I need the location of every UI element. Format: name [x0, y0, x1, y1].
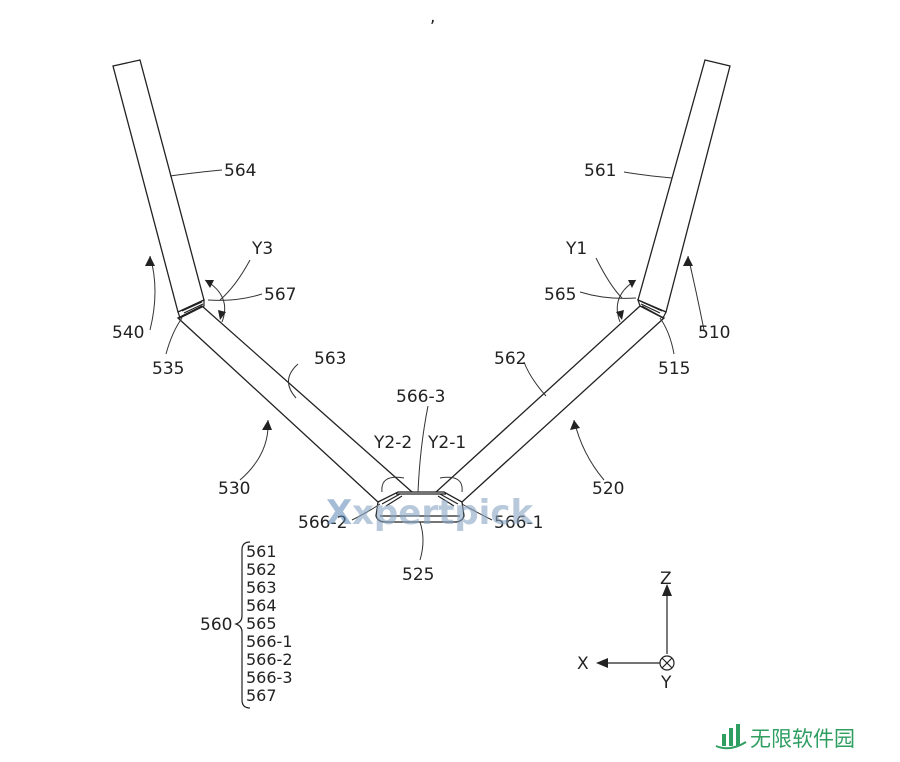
label-y3: Y3	[251, 239, 273, 259]
leader-y3	[219, 259, 251, 301]
panel-563	[176, 305, 414, 503]
legend-item: 564	[246, 596, 277, 615]
leader-566-2	[351, 503, 381, 521]
label-515: 515	[658, 359, 690, 379]
axis-label-x: X	[577, 654, 589, 674]
legend-group-label: 560	[200, 615, 232, 635]
axis-label-y: Y	[660, 673, 672, 693]
label-563: 563	[314, 349, 346, 369]
label-535: 535	[152, 359, 184, 379]
label-562: 562	[494, 349, 526, 369]
bar-chart-logo-icon	[715, 724, 747, 750]
y-axis-into-page-icon	[659, 655, 675, 671]
axis-label-z: Z	[660, 569, 672, 589]
angle-arc-y2-1	[439, 476, 463, 493]
label-530: 530	[218, 479, 250, 499]
leader-566-3	[417, 405, 429, 493]
arrowhead-520	[570, 420, 580, 430]
coordinate-axes: Z X Y	[577, 569, 675, 693]
leader-564	[169, 169, 223, 177]
label-y2-2: Y2-2	[373, 433, 412, 453]
arrowhead-y1-a	[616, 310, 624, 320]
label-566-3: 566-3	[396, 387, 445, 407]
legend-item: 566-1	[246, 632, 293, 651]
leader-565	[579, 291, 637, 299]
legend-item: 561	[246, 542, 277, 561]
leader-566-1	[461, 503, 493, 521]
arrowhead-y3-a	[218, 310, 226, 320]
leader-510	[687, 255, 705, 331]
leader-562	[523, 361, 547, 397]
leader-567	[207, 293, 263, 301]
label-564: 564	[224, 161, 256, 181]
label-520: 520	[592, 479, 624, 499]
panel-562	[434, 305, 666, 503]
hinge-535	[177, 299, 205, 319]
legend-bracket	[234, 541, 251, 709]
leader-561	[623, 171, 673, 179]
legend-item: 566-3	[246, 668, 293, 687]
leader-540	[149, 255, 156, 331]
angle-arc-y2-2	[381, 476, 405, 493]
label-y2-1: Y2-1	[427, 433, 466, 453]
arrowhead-540	[145, 256, 155, 266]
leader-y1	[595, 257, 623, 299]
label-565: 565	[544, 285, 576, 305]
leader-525	[419, 521, 424, 561]
legend-item: 567	[246, 686, 277, 705]
hinge-525	[375, 491, 465, 523]
legend-item: 566-2	[246, 650, 293, 669]
top-mark: ,	[430, 7, 435, 27]
panel-561	[637, 59, 731, 313]
watermark-x: X	[326, 493, 352, 533]
leader-515	[659, 317, 675, 355]
legend-item: 563	[246, 578, 277, 597]
label-540: 540	[112, 323, 144, 343]
label-525: 525	[402, 565, 434, 585]
panel-564	[112, 59, 205, 313]
label-510: 510	[698, 323, 730, 343]
label-y1: Y1	[565, 239, 587, 259]
leader-535	[165, 317, 183, 355]
label-566-1: 566-1	[494, 513, 543, 533]
label-566-2: 566-2	[298, 513, 347, 533]
watermark: X xpertpick	[326, 493, 534, 533]
leader-520	[573, 419, 605, 481]
label-567: 567	[264, 285, 296, 305]
legend-item: 565	[246, 614, 277, 633]
arrowhead-y3-b	[205, 280, 214, 288]
arrowhead-510	[683, 256, 693, 266]
arrowhead-530	[262, 420, 272, 430]
label-561: 561	[584, 161, 616, 181]
watermark-text: xpertpick	[352, 493, 534, 533]
x-arrowhead	[596, 658, 608, 668]
z-arrowhead	[662, 584, 672, 596]
leader-563	[288, 363, 299, 399]
site-logo-text: 无限软件园	[750, 727, 855, 751]
hinge-515	[637, 298, 667, 319]
legend-item: 562	[246, 560, 277, 579]
site-logo: 无限软件园	[715, 724, 855, 751]
legend: 560 561 562 563 564 565 566-1 566-2 566-…	[200, 541, 293, 709]
arrowhead-y1-b	[628, 280, 636, 288]
